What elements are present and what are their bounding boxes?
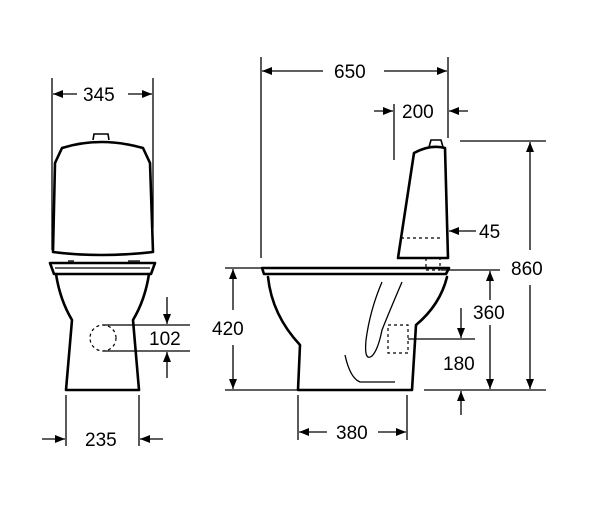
front-width-label: 345: [83, 85, 115, 106]
front-outlet-hidden: [89, 324, 117, 352]
inlet-height-label: 360: [473, 303, 505, 324]
outlet-height-label: 180: [443, 354, 475, 375]
front-view: 345 235 102: [42, 78, 190, 451]
front-base-width-label: 235: [85, 430, 117, 451]
front-seat: [48, 261, 157, 276]
side-view: 650 200 45 860 420 360 180: [212, 57, 546, 444]
side-trap-channel: [364, 281, 403, 358]
front-cistern: [51, 140, 155, 257]
side-depth-label: 650: [334, 62, 366, 83]
side-outlet-hidden: [387, 324, 409, 354]
front-bowl: [54, 272, 151, 392]
side-cistern: [396, 145, 450, 260]
side-seat: [260, 266, 451, 276]
base-depth-label: 380: [336, 423, 368, 444]
side-bowl: [266, 275, 449, 392]
total-height-label: 860: [511, 259, 543, 280]
cistern-depth-label: 200: [402, 102, 434, 123]
cistern-gap-label: 45: [479, 222, 500, 243]
front-outlet-height-label: 102: [149, 329, 181, 350]
side-flush-button: [428, 139, 444, 148]
seat-height-label: 420: [212, 319, 244, 340]
front-flush-button: [92, 133, 110, 141]
